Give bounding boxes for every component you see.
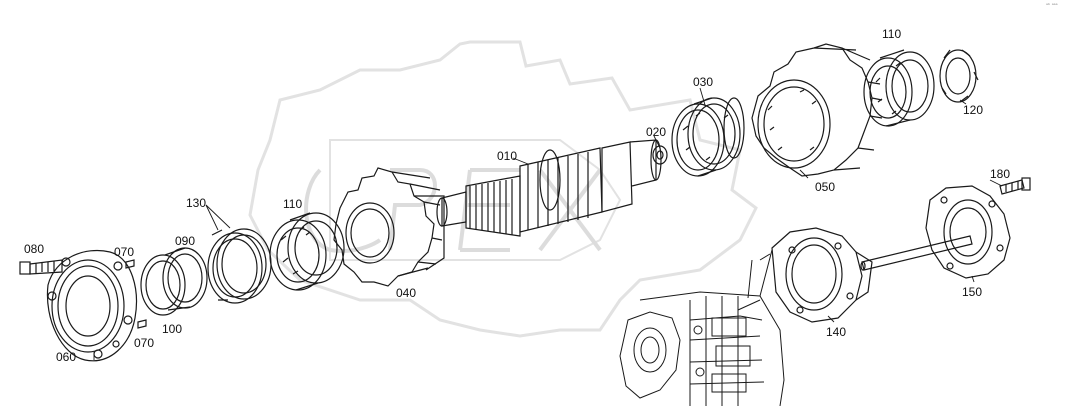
callout-110-left: 110	[283, 197, 303, 211]
part-120-nut	[939, 49, 979, 103]
part-110-left-bearing	[269, 212, 345, 291]
callout-060: 060	[56, 350, 77, 364]
part-060-housing-cover	[46, 249, 138, 362]
corner-mark: ᵃᵇ ᵃᵃᵃ	[1046, 3, 1058, 9]
part-050-gear	[751, 43, 883, 177]
part-140-flange	[771, 227, 873, 323]
callout-110-right: 110	[882, 27, 902, 41]
part-080-bolt	[19, 259, 63, 275]
callout-120: 120	[963, 103, 984, 117]
part-100-ring	[140, 254, 186, 316]
callout-050: 050	[815, 180, 836, 194]
callout-030: 030	[693, 75, 714, 89]
callout-040: 040	[396, 286, 417, 300]
callout-150: 150	[962, 285, 983, 299]
part-090-ring	[162, 247, 208, 311]
part-130-shims	[207, 228, 272, 304]
leader-lines	[93, 87, 1003, 360]
callout-080: 080	[24, 242, 45, 256]
callout-020: 020	[646, 125, 667, 139]
callout-070-bottom: 070	[134, 336, 155, 350]
part-010-shaft	[436, 139, 662, 237]
watermark-gear	[248, 40, 758, 338]
callout-100: 100	[162, 322, 183, 336]
part-040-gear	[333, 167, 445, 287]
callout-140: 140	[826, 325, 847, 339]
housing-assembly	[619, 249, 785, 406]
callout-130: 130	[186, 196, 207, 210]
part-020-washer	[652, 145, 668, 165]
part-070-pins	[125, 259, 147, 329]
part-180-bolt	[999, 177, 1031, 195]
callout-070-top: 070	[114, 245, 135, 259]
part-150-cover	[860, 185, 1011, 279]
callout-010: 010	[497, 149, 518, 163]
part-030-sleeve	[671, 97, 745, 177]
callout-180: 180	[990, 167, 1011, 181]
callout-090: 090	[175, 234, 196, 248]
line-art	[19, 43, 1031, 406]
part-110-right-bearing	[863, 49, 935, 127]
watermark-lettering	[304, 168, 602, 254]
